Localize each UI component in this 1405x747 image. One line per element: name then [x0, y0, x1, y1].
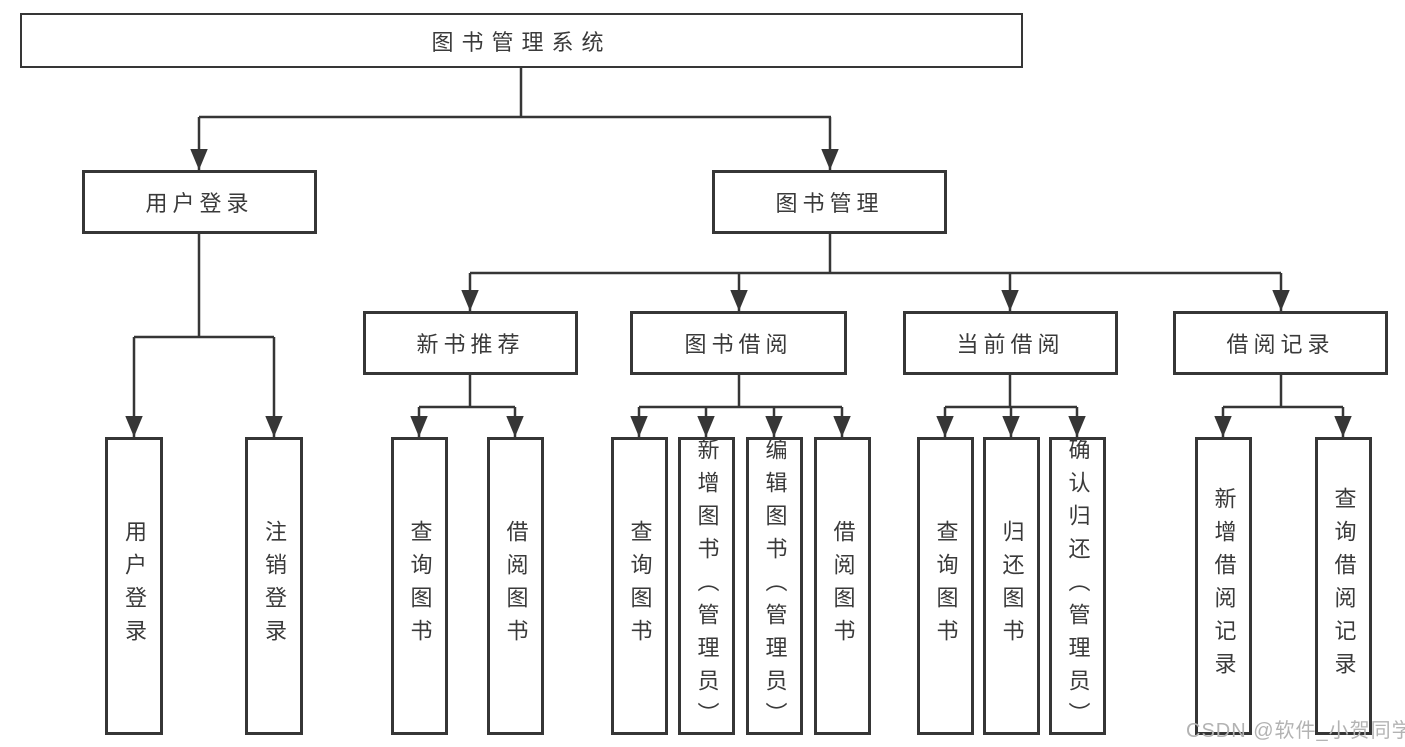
node-label: 图书借阅: [684, 332, 793, 357]
node-label: 当前借阅: [956, 332, 1065, 357]
node-label: 查询借阅记录: [1331, 487, 1357, 685]
node-label: 图书管理: [775, 191, 884, 216]
node-leaf-user-login: 用户登录: [105, 437, 163, 735]
node-label: 归还图书: [999, 520, 1025, 652]
node-label: 查询图书: [407, 520, 433, 652]
node-label: 确认归还（管理员）: [1065, 437, 1091, 735]
node-root-library-system: 图书管理系统: [20, 13, 1023, 68]
node-label: 新增借阅记录: [1211, 487, 1237, 685]
node-leaf-add-books-admin: 新增图书（管理员）: [678, 437, 735, 735]
csdn-watermark: CSDN @软件_小贺同学: [1186, 720, 1405, 742]
node-leaf-logout: 注销登录: [245, 437, 303, 735]
node-book-management: 图书管理: [712, 170, 947, 234]
node-label: 新书推荐: [416, 332, 525, 357]
node-label: 用户登录: [122, 520, 147, 652]
node-book-borrow: 图书借阅: [630, 311, 847, 375]
node-leaf-borrow-books: 借阅图书: [487, 437, 544, 735]
node-leaf-query-books-3: 查询图书: [917, 437, 974, 735]
node-new-book-recommend: 新书推荐: [363, 311, 578, 375]
node-label: 编辑图书（管理员）: [762, 437, 788, 735]
node-label: 图书管理系统: [431, 29, 612, 55]
node-label: 借阅记录: [1226, 332, 1335, 357]
node-user-login: 用户登录: [82, 170, 317, 234]
node-borrow-record: 借阅记录: [1173, 311, 1388, 375]
node-current-borrow: 当前借阅: [903, 311, 1118, 375]
node-leaf-confirm-return-admin: 确认归还（管理员）: [1049, 437, 1106, 735]
node-label: 注销登录: [262, 520, 287, 652]
node-leaf-return-books: 归还图书: [983, 437, 1040, 735]
node-leaf-add-borrow-record: 新增借阅记录: [1195, 437, 1252, 735]
node-label: 新增图书（管理员）: [694, 437, 720, 735]
node-leaf-query-books-2: 查询图书: [611, 437, 668, 735]
node-label: 借阅图书: [503, 520, 529, 652]
node-label: 查询图书: [933, 520, 959, 652]
node-label: 借阅图书: [830, 520, 856, 652]
node-leaf-query-borrow-record: 查询借阅记录: [1315, 437, 1372, 735]
node-leaf-borrow-books-2: 借阅图书: [814, 437, 871, 735]
node-label: 用户登录: [145, 191, 254, 216]
node-label: 查询图书: [627, 520, 653, 652]
node-leaf-edit-books-admin: 编辑图书（管理员）: [746, 437, 803, 735]
node-leaf-query-books: 查询图书: [391, 437, 448, 735]
